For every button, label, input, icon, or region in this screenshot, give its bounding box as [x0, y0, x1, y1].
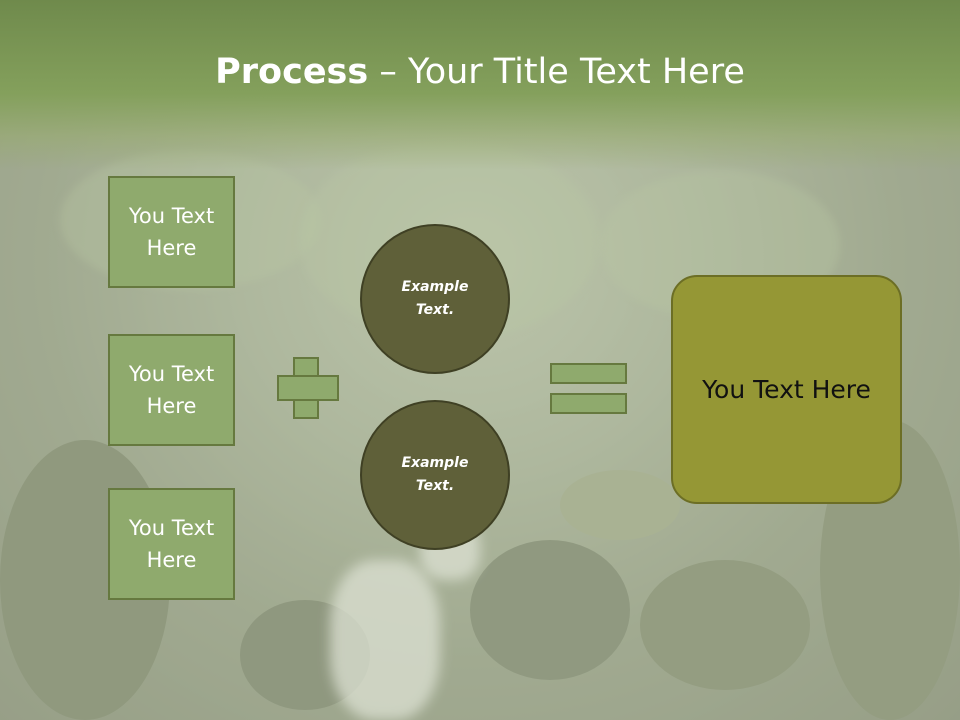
circle-label: Example Text.: [401, 279, 469, 318]
circle-label: Example Text.: [401, 455, 469, 494]
header-band: [0, 0, 960, 170]
left-box-label: You Text Here: [128, 204, 215, 260]
left-box-2[interactable]: You Text Here: [108, 334, 235, 446]
left-box-label: You Text Here: [128, 516, 215, 572]
title-bold: Process: [215, 52, 369, 92]
example-circle-2[interactable]: Example Text.: [360, 400, 510, 550]
left-box-3[interactable]: You Text Here: [108, 488, 235, 600]
slide-title: Process – Your Title Text Here: [0, 52, 960, 92]
result-box[interactable]: You Text Here: [671, 275, 902, 504]
title-rest: – Your Title Text Here: [368, 52, 745, 92]
left-box-1[interactable]: You Text Here: [108, 176, 235, 288]
result-label: You Text Here: [702, 375, 871, 404]
left-box-label: You Text Here: [128, 362, 215, 418]
example-circle-1[interactable]: Example Text.: [360, 224, 510, 374]
